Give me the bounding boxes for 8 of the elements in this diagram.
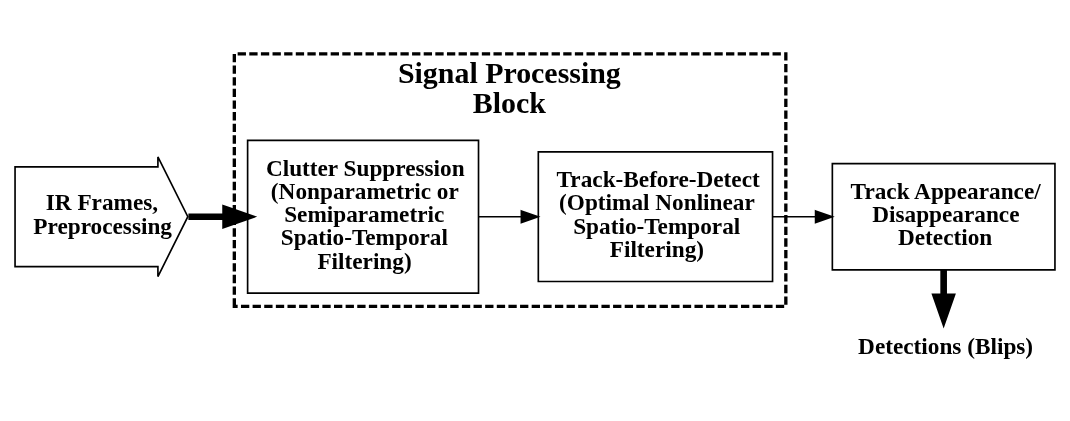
- arrow: [772, 209, 835, 224]
- arrow: [478, 209, 541, 224]
- node-text: Detections (Blips): [858, 333, 1034, 360]
- node-box: Track Appearance/ Disappearance Detection: [831, 162, 1056, 271]
- arrow: [188, 204, 258, 229]
- node-box: Clutter Suppression (Nonparametric or Semiparametric Spatio-Temporal Filtering): [246, 139, 480, 294]
- node-box: Track-Before-Detect (Optimal Nonlinear Spatio-Temporal Filtering): [537, 151, 774, 283]
- arrow: [931, 270, 956, 329]
